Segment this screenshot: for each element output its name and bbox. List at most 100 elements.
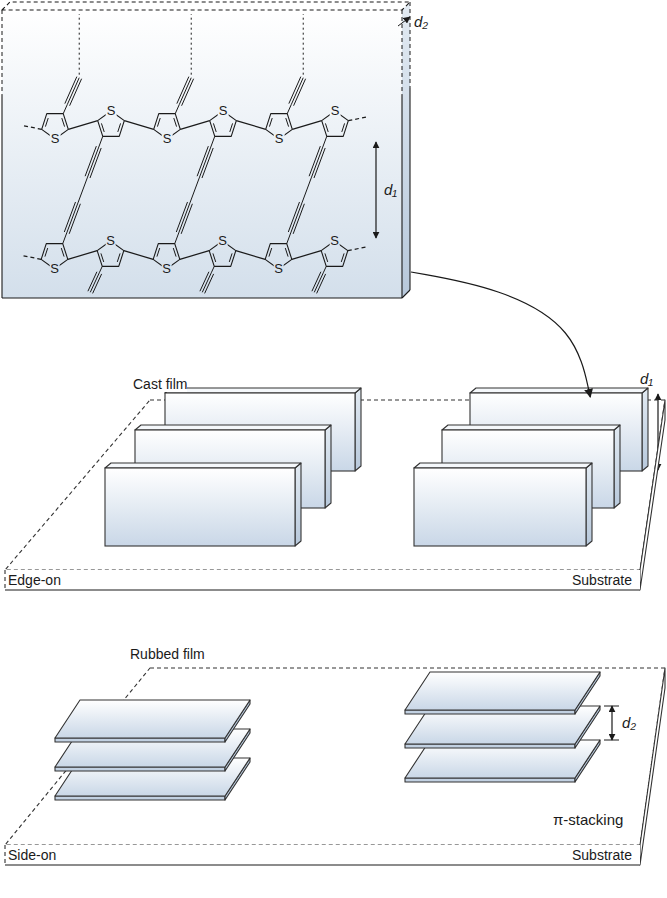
sulfur-atom: S — [217, 234, 228, 248]
alkyne-bond — [302, 177, 312, 203]
lamella-top — [135, 425, 331, 430]
panel-top-edge — [2, 2, 410, 10]
alkyne-bond — [182, 79, 194, 106]
substrate-front — [5, 845, 640, 865]
alkyne-bond — [67, 203, 78, 233]
alkyne-bond — [291, 203, 302, 233]
sulfur-atom: S — [106, 104, 117, 118]
polythiophene-chains — [21, 14, 368, 293]
alkyne-bond — [177, 77, 189, 104]
alkyne-bond — [323, 136, 327, 147]
substrate-plane: Cast filmEdge-onSubstrate — [0, 365, 667, 597]
dimension-tick — [604, 706, 619, 707]
alkyne-bond — [88, 147, 99, 177]
double-bond — [342, 123, 345, 132]
lamella-edge — [405, 744, 575, 748]
alkyne-bond — [176, 202, 187, 232]
alkyne-bond — [291, 78, 303, 105]
plane-label: Substrate — [572, 847, 632, 863]
sulfur-atom: S — [329, 234, 340, 248]
alkyne-bond — [211, 136, 215, 147]
lamella-face — [414, 468, 586, 546]
double-bond — [45, 118, 48, 127]
lamella-side — [355, 388, 361, 471]
substrate-edge — [5, 845, 6, 865]
lamella-top — [105, 463, 301, 468]
double-bond — [325, 123, 328, 132]
lamella-face — [405, 740, 600, 778]
alkyne-bond — [69, 204, 80, 234]
alkyne-bond — [294, 79, 306, 106]
alkyne-bond — [175, 233, 179, 244]
double-bond — [325, 253, 328, 262]
lamella-top — [165, 388, 361, 393]
panel-edge — [2, 297, 402, 298]
substrate-edge — [5, 570, 6, 590]
alkyne-bond — [312, 147, 323, 177]
molecule-panel — [2, 2, 410, 298]
ring-link — [292, 121, 321, 130]
lamella-face — [55, 700, 250, 738]
double-bond — [269, 118, 272, 127]
ring-link — [124, 121, 153, 130]
sulfur-atom: S — [274, 132, 285, 146]
ring-link — [124, 251, 153, 260]
ring-link — [236, 121, 265, 130]
alkyne-bond — [288, 202, 299, 232]
alkyne-bond — [179, 203, 190, 233]
alkyne-bond — [190, 177, 200, 203]
alkyne-bond — [78, 177, 88, 203]
chain-continues — [348, 117, 368, 121]
sulfur-atom: S — [218, 104, 229, 118]
edge-on-lamellae — [105, 388, 648, 546]
double-bond — [117, 253, 120, 262]
lamella-side — [325, 425, 331, 508]
alkyne-bond — [65, 77, 77, 104]
panel-edge — [402, 290, 410, 298]
alkyne-bond — [314, 148, 325, 178]
lamella-top — [470, 388, 648, 393]
alkyne-bond — [293, 204, 304, 234]
alkyne-bond — [287, 233, 291, 244]
plane-label: Substrate — [572, 572, 632, 588]
sulfur-atom: S — [273, 262, 284, 276]
lamella-top — [414, 463, 592, 468]
sulfur-atom: S — [49, 262, 60, 276]
alkyne-bond — [85, 146, 96, 176]
chain-continues — [21, 255, 41, 259]
panel-edge — [401, 95, 402, 298]
double-bond — [61, 248, 64, 257]
substrate-edge — [5, 589, 640, 590]
alkyne-bond — [63, 105, 67, 114]
chain-continues — [79, 14, 80, 75]
double-bond — [230, 123, 233, 132]
double-bond — [118, 123, 121, 132]
substrate-front — [5, 570, 640, 590]
substrate-top — [5, 668, 665, 845]
double-bond — [229, 253, 232, 262]
double-bond — [101, 253, 104, 262]
lamella-edge — [55, 796, 225, 800]
plane-label: Side-on — [8, 847, 56, 863]
double-bond — [213, 253, 216, 262]
lamella-side — [614, 425, 620, 508]
chain-continues — [348, 247, 368, 251]
dimension-tick — [604, 740, 619, 741]
chain-continues — [22, 125, 42, 129]
ring-link — [180, 121, 209, 130]
lamella-side — [586, 463, 592, 546]
lamella-face — [405, 672, 600, 710]
substrate-outline — [0, 640, 667, 872]
double-bond — [269, 248, 272, 257]
alkyne-bond — [99, 136, 103, 147]
panel-edge — [1, 95, 2, 298]
panel-edge — [2, 10, 3, 95]
double-bond — [285, 248, 288, 257]
lamella-side — [642, 388, 648, 471]
alkyne-bond — [181, 204, 192, 234]
alkyne-bond — [211, 266, 214, 273]
alkyne-bond — [63, 233, 67, 244]
panel-face — [2, 10, 402, 298]
double-bond — [101, 123, 104, 132]
chain-continues — [303, 14, 304, 75]
